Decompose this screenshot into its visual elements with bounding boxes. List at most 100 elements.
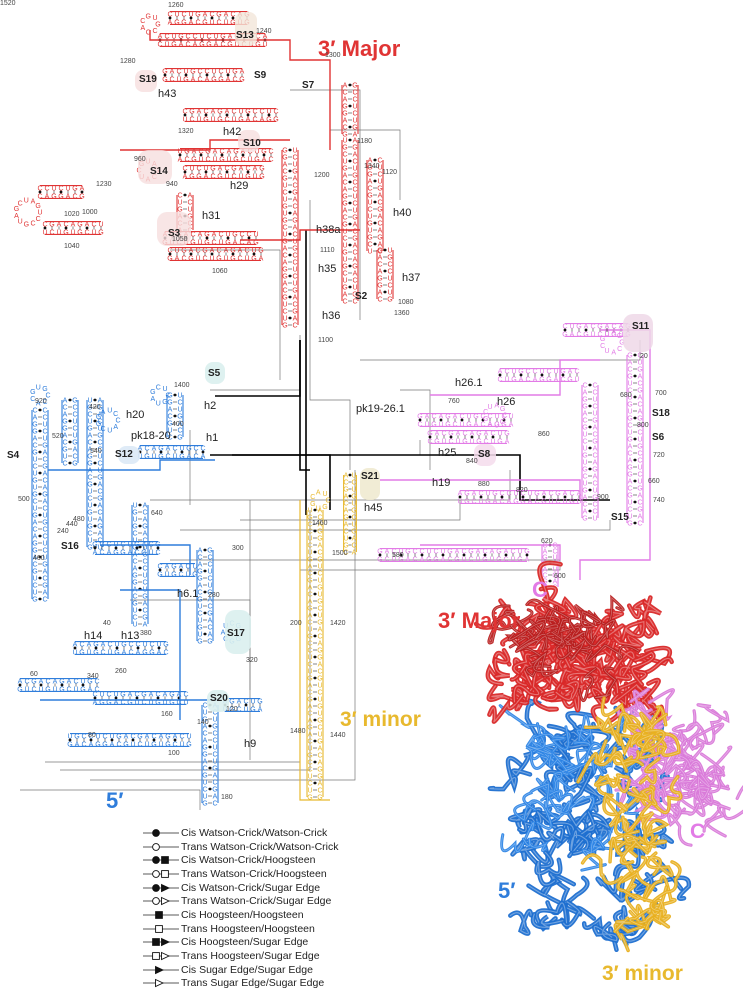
nucleotide-letter: G	[266, 117, 271, 124]
base-pair-marker	[93, 398, 97, 402]
nucleotide-letter: C	[592, 453, 597, 460]
nucleotide-letter: C	[317, 606, 322, 613]
nucleotide-letter: C	[499, 491, 504, 498]
nucleotide-letter: U	[351, 487, 356, 494]
structure-3d-ribbon	[473, 560, 743, 953]
nucleotide-letter: C	[377, 249, 382, 256]
nucleotide-letter: C	[100, 426, 105, 433]
major-junction-lines	[210, 230, 610, 515]
nucleotide-letter: C	[282, 253, 287, 260]
nucleotide-letter: C	[597, 332, 602, 339]
nucleotide-letter: U	[148, 550, 153, 557]
nucleotide-letter: C	[352, 90, 357, 97]
nucleotide-letter: C	[185, 42, 190, 49]
legend-symbol	[143, 964, 181, 976]
nucleotide-letter: C	[210, 174, 215, 181]
nucleotide-letter: A	[110, 742, 115, 749]
nucleotide-letter: A	[259, 256, 264, 263]
nucleotide-letter: U	[342, 257, 347, 264]
nucleotide-letter: A	[353, 132, 358, 139]
nucleotide-letter: U	[142, 545, 147, 552]
nucleotide-letter: G	[202, 20, 207, 27]
base-pair-marker	[168, 16, 172, 20]
base-pair-marker	[136, 646, 140, 650]
base-pair-marker	[313, 760, 317, 764]
base-pair-marker	[163, 73, 167, 77]
base-pair-marker	[313, 634, 317, 638]
nucleotide-letter: C	[569, 491, 574, 498]
nucleotide-letter: U	[590, 332, 595, 339]
nucleotide-letter: G	[132, 601, 137, 608]
nucleotide-letter: G	[97, 524, 102, 531]
base-pair-marker	[60, 683, 64, 687]
nucleotide-letter: G	[227, 42, 232, 49]
nucleotide-letter: G	[114, 650, 119, 657]
nucleotide-letter: G	[582, 425, 587, 432]
nucleotide-letter: G	[546, 377, 551, 384]
nucleotide-letter: A	[638, 493, 643, 500]
nucleotide-letter: U	[36, 385, 41, 392]
nucleotide-letter: C	[231, 174, 236, 181]
nucleotide-letter: G	[197, 639, 202, 646]
nucleotide-letter: G	[627, 437, 632, 444]
nucleotide-letter: G	[132, 524, 137, 531]
nucleotide-letter: G	[190, 69, 195, 76]
nucleotide-letter: U	[247, 157, 252, 164]
nucleotide-letter: A	[568, 369, 573, 376]
nucleotide-letter: U	[97, 468, 102, 475]
nucleotide-letter: G	[32, 422, 37, 429]
nucleotide-letter: C	[252, 117, 257, 124]
nucleotide-letter: U	[177, 393, 182, 400]
nucleotide-letter: C	[611, 324, 616, 331]
nucleotide-letter: C	[245, 166, 250, 173]
legend-label: Cis Watson-Crick/Hoogsteen	[181, 854, 316, 867]
nucleotide-letter: G	[80, 687, 85, 694]
nucleotide-letter: U	[172, 454, 177, 461]
nucleotide-letter: G	[95, 742, 100, 749]
base-pair-marker	[588, 467, 592, 471]
nucleotide-letter: U	[42, 436, 47, 443]
base-pair-marker	[519, 373, 523, 377]
nucleotide-letter: C	[244, 248, 249, 255]
base-pair-marker	[633, 500, 637, 504]
nucleotide-letter: G	[367, 165, 372, 172]
nucleotide-letter: A	[293, 316, 298, 323]
nucleotide-letter: A	[143, 622, 148, 629]
nucleotide-letter: G	[597, 324, 602, 331]
nucleotide-letter: A	[283, 162, 288, 169]
nucleotide-letter: U	[73, 687, 78, 694]
nucleotide-letter: G	[186, 446, 191, 453]
nucleotide-letter: A	[441, 557, 446, 564]
nucleotide-letter: G	[51, 194, 56, 201]
nucleotide-letter: A	[343, 173, 348, 180]
nucleotide-letter: G	[14, 206, 19, 213]
nucleotide-letter: C	[520, 491, 525, 498]
base-pair-marker	[189, 252, 193, 256]
nucleotide-letter: C	[352, 229, 357, 236]
base-pair-marker	[173, 393, 177, 397]
protein-label: S7	[302, 80, 315, 91]
nucleotide-letter: C	[317, 788, 322, 795]
base-pair-marker	[203, 632, 207, 636]
nucleotide-letter: A	[283, 246, 288, 253]
nucleotide-letter: U	[292, 148, 297, 155]
position-number: 1110	[320, 247, 335, 254]
nucleotide-letter: G	[317, 536, 322, 543]
base-pair-marker	[502, 418, 506, 422]
nucleotide-letter: A	[198, 562, 203, 569]
base-pair-marker	[458, 495, 462, 499]
nucleotide-letter: C	[42, 597, 47, 604]
protein-label: S16	[61, 541, 79, 552]
nucleotide-letter: C	[384, 557, 389, 564]
nucleotide-letter: U	[183, 69, 188, 76]
nucleotide-letter: C	[367, 186, 372, 193]
nucleotide-letter: C	[192, 34, 197, 41]
legend-row: Trans Hoogsteen/Sugar Edge	[143, 949, 393, 963]
legend-label: Trans Watson-Crick/Sugar Edge	[181, 895, 332, 908]
label-3-major: 3′ Major	[318, 36, 401, 61]
position-number: 540	[90, 448, 102, 455]
nucleotide-letter: A	[318, 508, 323, 515]
